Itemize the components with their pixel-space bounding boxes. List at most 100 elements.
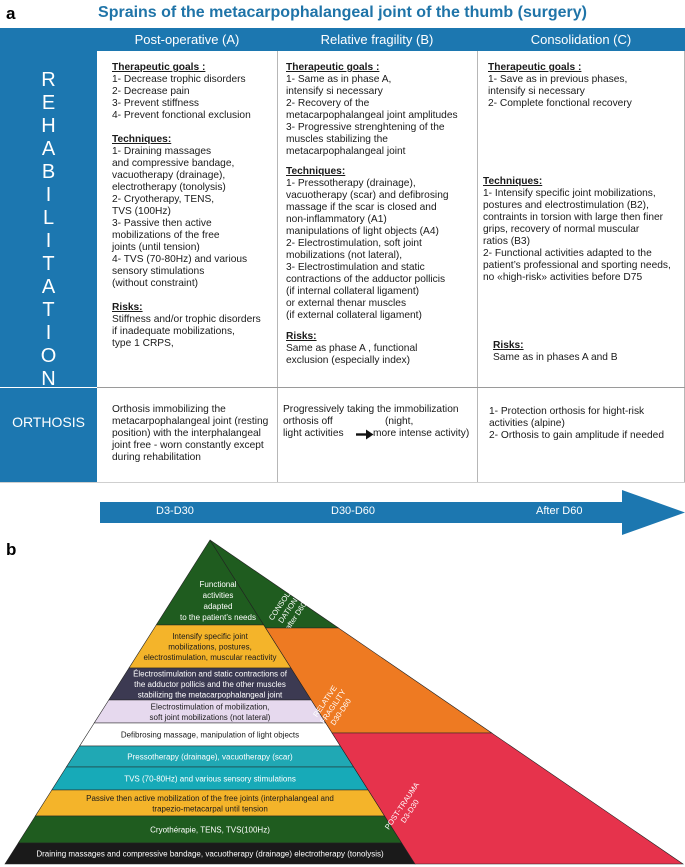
column-header-post-operative: Post-operative (A) [134,32,240,47]
text-line: 2- Electrostimulation, soft joint [286,238,422,249]
timeline-label-after-d60: After D60 [536,505,583,517]
text-line: intensify si necessary [488,86,585,97]
text-line: grips, recovery of normal muscular [483,224,640,235]
table-bottom-border [0,482,685,483]
pyramid-layer-label: mobilizations, postures, [168,643,252,652]
column-divider-2 [477,51,478,482]
rehabilitation-letter: B [41,161,56,183]
phase-c-risks: Same as in phases A and B [493,352,681,364]
text-line: manipulations of light objects (A4) [286,226,439,237]
pyramid-layer-label: Draining massages and compressive bandag… [36,850,384,859]
text-line: muscles stabilizing the [286,134,388,145]
phase-b-orthosis-line-2a: orthosis off [283,416,333,427]
text-line: (if external collateral ligament) [286,310,422,321]
pyramid-layer-label: Functional [200,580,237,589]
phase-c-goals-title: Therapeutic goals : [488,62,582,73]
text-line: Same as in phases A and B [493,352,618,363]
text-line: 3- Passive then active [112,218,212,229]
text-line: joints (until tension) [112,242,200,253]
text-line: patient’s professional and sporting need… [483,260,671,271]
phase-c-risks-title: Risks: [493,340,524,351]
column-header-row [0,28,685,51]
rehabilitation-letter: I [45,184,52,206]
text-line: non-inflammatory (A1) [286,214,387,225]
text-line: no «high-risk» activities before D75 [483,272,643,283]
rehabilitation-letter: R [41,69,56,91]
text-line: during rehabilitation [112,452,201,463]
text-line: metacarpophalangeal joint (resting [112,416,269,427]
text-line: 2- Orthosis to gain amplitude if needed [489,430,664,441]
orthosis-side-label: ORTHOSIS [0,388,97,482]
pyramid-phase-section [331,732,684,865]
text-line: intensify si necessary [286,86,383,97]
text-line: Same as phase A , functional [286,343,418,354]
text-line: (without constraint) [112,278,199,289]
pyramid-layer-label: Cryothérapie, TENS, TVS(100Hz) [150,826,270,835]
text-line: 2- Functional activities adapted to the [483,248,652,259]
phase-b-rehab-cell: Therapeutic goals : 1- Same as in phase … [286,62,474,367]
timeline-label-d3-d30: D3-D30 [156,505,194,517]
panel-b-letter: b [6,540,17,559]
text-line: 3- Electrostimulation and static [286,262,425,273]
text-line: Stiffness and/or trophic disorders [112,314,261,325]
column-header-consolidation: Consolidation (C) [530,32,632,47]
pyramid-layer-label: activities [203,591,234,600]
pyramid-layer-label: Defibrosing massage, manipulation of lig… [121,731,299,740]
text-line: 1- Draining massages [112,146,212,157]
phase-b-goals-title: Therapeutic goals : [286,62,380,73]
text-line: 3- Prevent stiffness [112,98,200,109]
phase-b-goals: 1- Same as in phase A,intensify si neces… [286,74,474,158]
text-line: 1- Intensify specific joint mobilization… [483,188,656,199]
title-bar: a Sprains of the metacarpophalangeal joi… [0,0,685,28]
text-line: vacuotherapy (drainage), [112,170,226,181]
rehabilitation-letter: T [42,299,55,321]
phase-c-risks-cell: Risks: Same as in phases A and B [493,340,681,364]
phase-a-rehab-cell: Therapeutic goals : 1- Decrease trophic … [112,62,274,350]
phase-b-orthosis-line-2b: (night, [385,416,414,427]
main-title: Sprains of the metacarpophalangeal joint… [98,4,587,21]
pyramid-layer-label: Intensify specific joint [172,632,248,641]
phase-a-goals-title: Therapeutic goals : [112,62,206,73]
phase-b-techniques-title: Techniques: [286,166,346,177]
panel-a-letter: a [6,4,16,23]
text-line: exclusion (especially index) [286,355,411,366]
row-divider [97,387,685,388]
phase-b-orthosis-cell: Progressively taking the immobilization … [283,404,476,440]
pyramid-layer-label: Electrostimulation of mobilization, [151,702,270,711]
pyramid-layer-label: trapezio-metacarpal until tension [152,804,268,813]
text-line: 1- Decrease trophic disorders [112,74,246,85]
rehabilitation-letter: L [42,207,55,229]
text-line: electrotherapy (tonolysis) [112,182,226,193]
rehabilitation-letter: I [45,322,52,344]
text-line: joint free - worn constantly except [112,440,264,451]
phase-b-risks-title: Risks: [286,331,317,342]
phase-c-goals-cell: Therapeutic goals : 1- Save as in previo… [488,62,683,110]
pyramid-layer-label: the adductor pollicis and the other musc… [134,680,286,689]
phase-a-risks-title: Risks: [112,302,143,313]
pyramid-layer-label: adapted [204,602,233,611]
text-line: metacarpophalangeal joint amplitudes [286,110,458,121]
text-line: and compressive bandage, [112,158,235,169]
text-line: 1- Same as in phase A, [286,74,392,85]
rehabilitation-letter: A [41,138,56,160]
text-line: 4- TVS (70-80Hz) and various [112,254,248,265]
text-line: metacarpophalangeal joint [286,146,406,157]
text-line: 2- Decrease pain [112,86,190,97]
rehabilitation-letter: I [45,230,52,252]
phase-c-techniques-cell: Techniques: 1- Intensify specific joint … [483,176,683,284]
rehabilitation-letter: H [41,115,56,137]
text-line: ratios (B3) [483,236,530,247]
rehabilitation-letter: T [42,253,55,275]
text-line: 2- Cryotherapy, TENS, [112,194,215,205]
phase-a-techniques-title: Techniques: [112,134,172,145]
text-line: TVS (100Hz) [112,206,171,217]
rehabilitation-letter: O [40,345,57,367]
text-line: type 1 CRPS, [112,338,174,349]
